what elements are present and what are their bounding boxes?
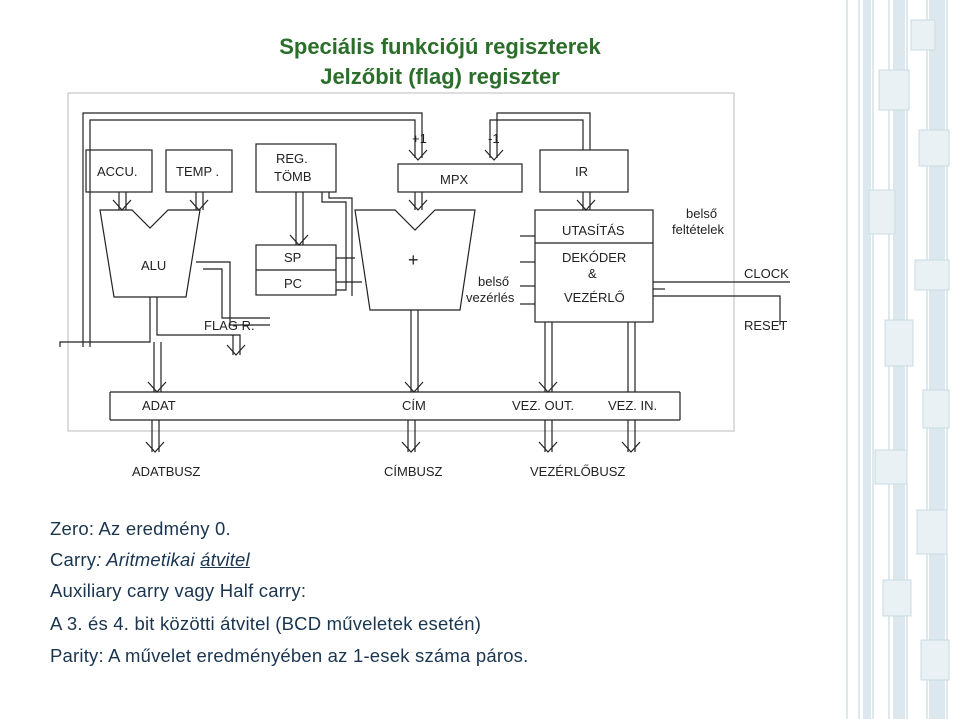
mpx-box [397,163,523,193]
alu-shape [99,209,201,298]
label-vezerlobusz: VEZÉRLŐBUSZ [530,464,625,479]
label-mpx: MPX [440,172,469,187]
label-cimbusz: CÍMBUSZ [384,464,443,479]
ir-box [539,149,629,193]
text-aux-carry: Auxiliary carry vagy Half carry: [50,580,307,601]
label-vez-out: VEZ. OUT. [512,398,574,413]
text-aux-desc: A 3. és 4. bit közötti átvitel (BCD műve… [50,613,482,634]
adder-shape [354,209,476,311]
label-ir: IR [575,164,588,179]
title-line-1: Speciális funkciójú regiszterek [279,34,601,59]
label-minus-one: -1 [488,131,500,146]
text-parity: Parity: A művelet eredményében az 1-esek… [50,645,529,666]
text-zero: Zero: Az eredmény 0. [50,518,231,539]
text-carry: Carry: Aritmetikai átvitel [50,549,250,570]
label-temp: TEMP . [176,164,219,179]
label-adatbusz: ADATBUSZ [132,464,200,479]
label-belso-feltetelek-2: feltételek [672,222,725,237]
label-plus-one: +1 [412,131,427,146]
label-alu: ALU [141,258,166,273]
cpu-frame [67,92,735,432]
cpu-block-diagram: +1 -1 ACCU. TEMP . REG. TÖMB MPX IR ALU … [59,92,790,479]
label-vez-in: VEZ. IN. [608,398,657,413]
label-utasitas: UTASÍTÁS [562,223,625,238]
label-plus: + [408,250,419,270]
label-cim: CÍM [402,398,426,413]
temp-box [165,149,233,193]
label-accu: ACCU. [97,164,137,179]
label-pc: PC [284,276,302,291]
label-clock: CLOCK [744,266,789,281]
label-belso-vezerles-2: vezérlés [466,290,515,305]
label-reset: RESET [744,318,787,333]
label-flag: FLAG R. [204,318,255,333]
label-belso-feltetelek-1: belső [686,206,717,221]
label-adat: ADAT [142,398,176,413]
label-vezerlo: VEZÉRLŐ [564,290,625,305]
label-dekoder: DEKÓDER [562,250,626,265]
label-reg: REG. [276,151,308,166]
title-line-2: Jelzőbit (flag) regiszter [320,64,560,89]
label-tomb: TÖMB [274,169,312,184]
label-belso-vezerles-1: belső [478,274,509,289]
label-amp: & [588,266,597,281]
decoder-box [534,209,654,323]
label-sp: SP [284,250,301,265]
decorative-border [829,0,959,719]
